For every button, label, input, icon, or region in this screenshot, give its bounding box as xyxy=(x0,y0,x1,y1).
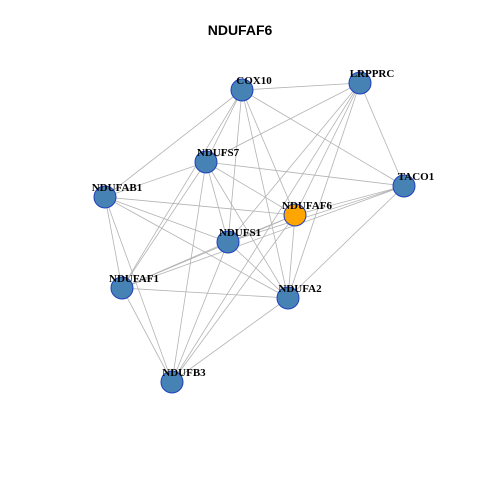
edge-cox10-ndufs7 xyxy=(205,89,243,163)
edge-ndufab1-ndufs1 xyxy=(104,196,229,243)
edge-taco1-ndufa2 xyxy=(287,185,405,299)
edge-cox10-ndufs1 xyxy=(227,89,243,243)
edge-ndufaf1-ndufb3 xyxy=(121,287,173,383)
node-ndufb3[interactable] xyxy=(160,370,184,394)
node-label-ndufs7: NDUFS7 xyxy=(197,147,240,159)
edge-cox10-lrpprc xyxy=(241,82,361,91)
edge-ndufs7-ndufaf1 xyxy=(121,161,207,289)
node-label-ndufa2: NDUFA2 xyxy=(278,283,322,295)
edge-ndufs7-taco1 xyxy=(205,161,405,187)
edge-lrpprc-ndufa2 xyxy=(287,82,361,299)
edge-ndufaf6-ndufa2 xyxy=(287,214,296,299)
node-ndufaf1[interactable] xyxy=(110,276,134,300)
node-label-ndufaf1: NDUFAF1 xyxy=(109,273,159,285)
figure-title: NDUFAF6 xyxy=(207,22,273,38)
node-taco1[interactable] xyxy=(392,174,416,198)
edge-taco1-ndufs1 xyxy=(227,185,405,243)
node-ndufs7[interactable] xyxy=(194,150,218,174)
node-label-ndufaf6: NDUFAF6 xyxy=(282,200,332,212)
node-ndufa2[interactable] xyxy=(276,286,300,310)
edge-lrpprc-ndufs1 xyxy=(227,82,361,243)
edge-lrpprc-ndufaf6 xyxy=(294,82,361,216)
edge-ndufab1-ndufaf1 xyxy=(104,196,123,289)
edge-taco1-ndufaf6 xyxy=(294,185,405,216)
edge-ndufaf1-ndufa2 xyxy=(121,287,289,299)
edge-ndufs1-ndufb3 xyxy=(171,241,229,383)
edge-layer xyxy=(104,82,405,383)
edge-ndufaf6-ndufb3 xyxy=(171,214,296,383)
edge-ndufab1-ndufb3 xyxy=(104,196,173,383)
node-ndufaf6[interactable] xyxy=(283,203,307,227)
edge-ndufs7-ndufa2 xyxy=(205,161,289,299)
edge-ndufs7-ndufs1 xyxy=(205,161,229,243)
node-label-ndufs1: NDUFS1 xyxy=(219,227,261,239)
edge-ndufs7-ndufab1 xyxy=(104,161,207,198)
edge-ndufs1-ndufa2 xyxy=(227,241,289,299)
edge-lrpprc-ndufs7 xyxy=(205,82,361,163)
edge-taco1-ndufaf1 xyxy=(121,185,405,289)
edge-ndufs7-ndufb3 xyxy=(171,161,207,383)
node-label-ndufab1: NDUFAB1 xyxy=(92,182,143,194)
node-ndufs1[interactable] xyxy=(216,230,240,254)
node-cox10[interactable] xyxy=(230,78,254,102)
node-label-lrpprc: LRPPRC xyxy=(350,68,395,80)
node-label-taco1: TACO1 xyxy=(398,171,434,183)
edge-ndufs7-ndufaf6 xyxy=(205,161,296,216)
node-ndufab1[interactable] xyxy=(93,185,117,209)
edge-cox10-ndufaf6 xyxy=(241,89,296,216)
node-lrpprc[interactable] xyxy=(348,71,372,95)
node-layer xyxy=(93,71,416,394)
edge-ndufab1-ndufa2 xyxy=(104,196,289,299)
edge-cox10-taco1 xyxy=(241,89,405,187)
edge-cox10-ndufaf1 xyxy=(121,89,243,289)
edge-ndufs1-ndufaf1 xyxy=(121,241,229,289)
edge-cox10-ndufab1 xyxy=(104,89,243,198)
edge-lrpprc-taco1 xyxy=(359,82,405,187)
node-label-cox10: COX10 xyxy=(236,75,272,87)
node-label-ndufb3: NDUFB3 xyxy=(162,367,206,379)
edge-ndufab1-ndufaf6 xyxy=(104,196,296,216)
edge-cox10-ndufa2 xyxy=(241,89,289,299)
edge-lrpprc-ndufb3 xyxy=(171,82,361,383)
edge-ndufa2-ndufb3 xyxy=(171,297,289,383)
